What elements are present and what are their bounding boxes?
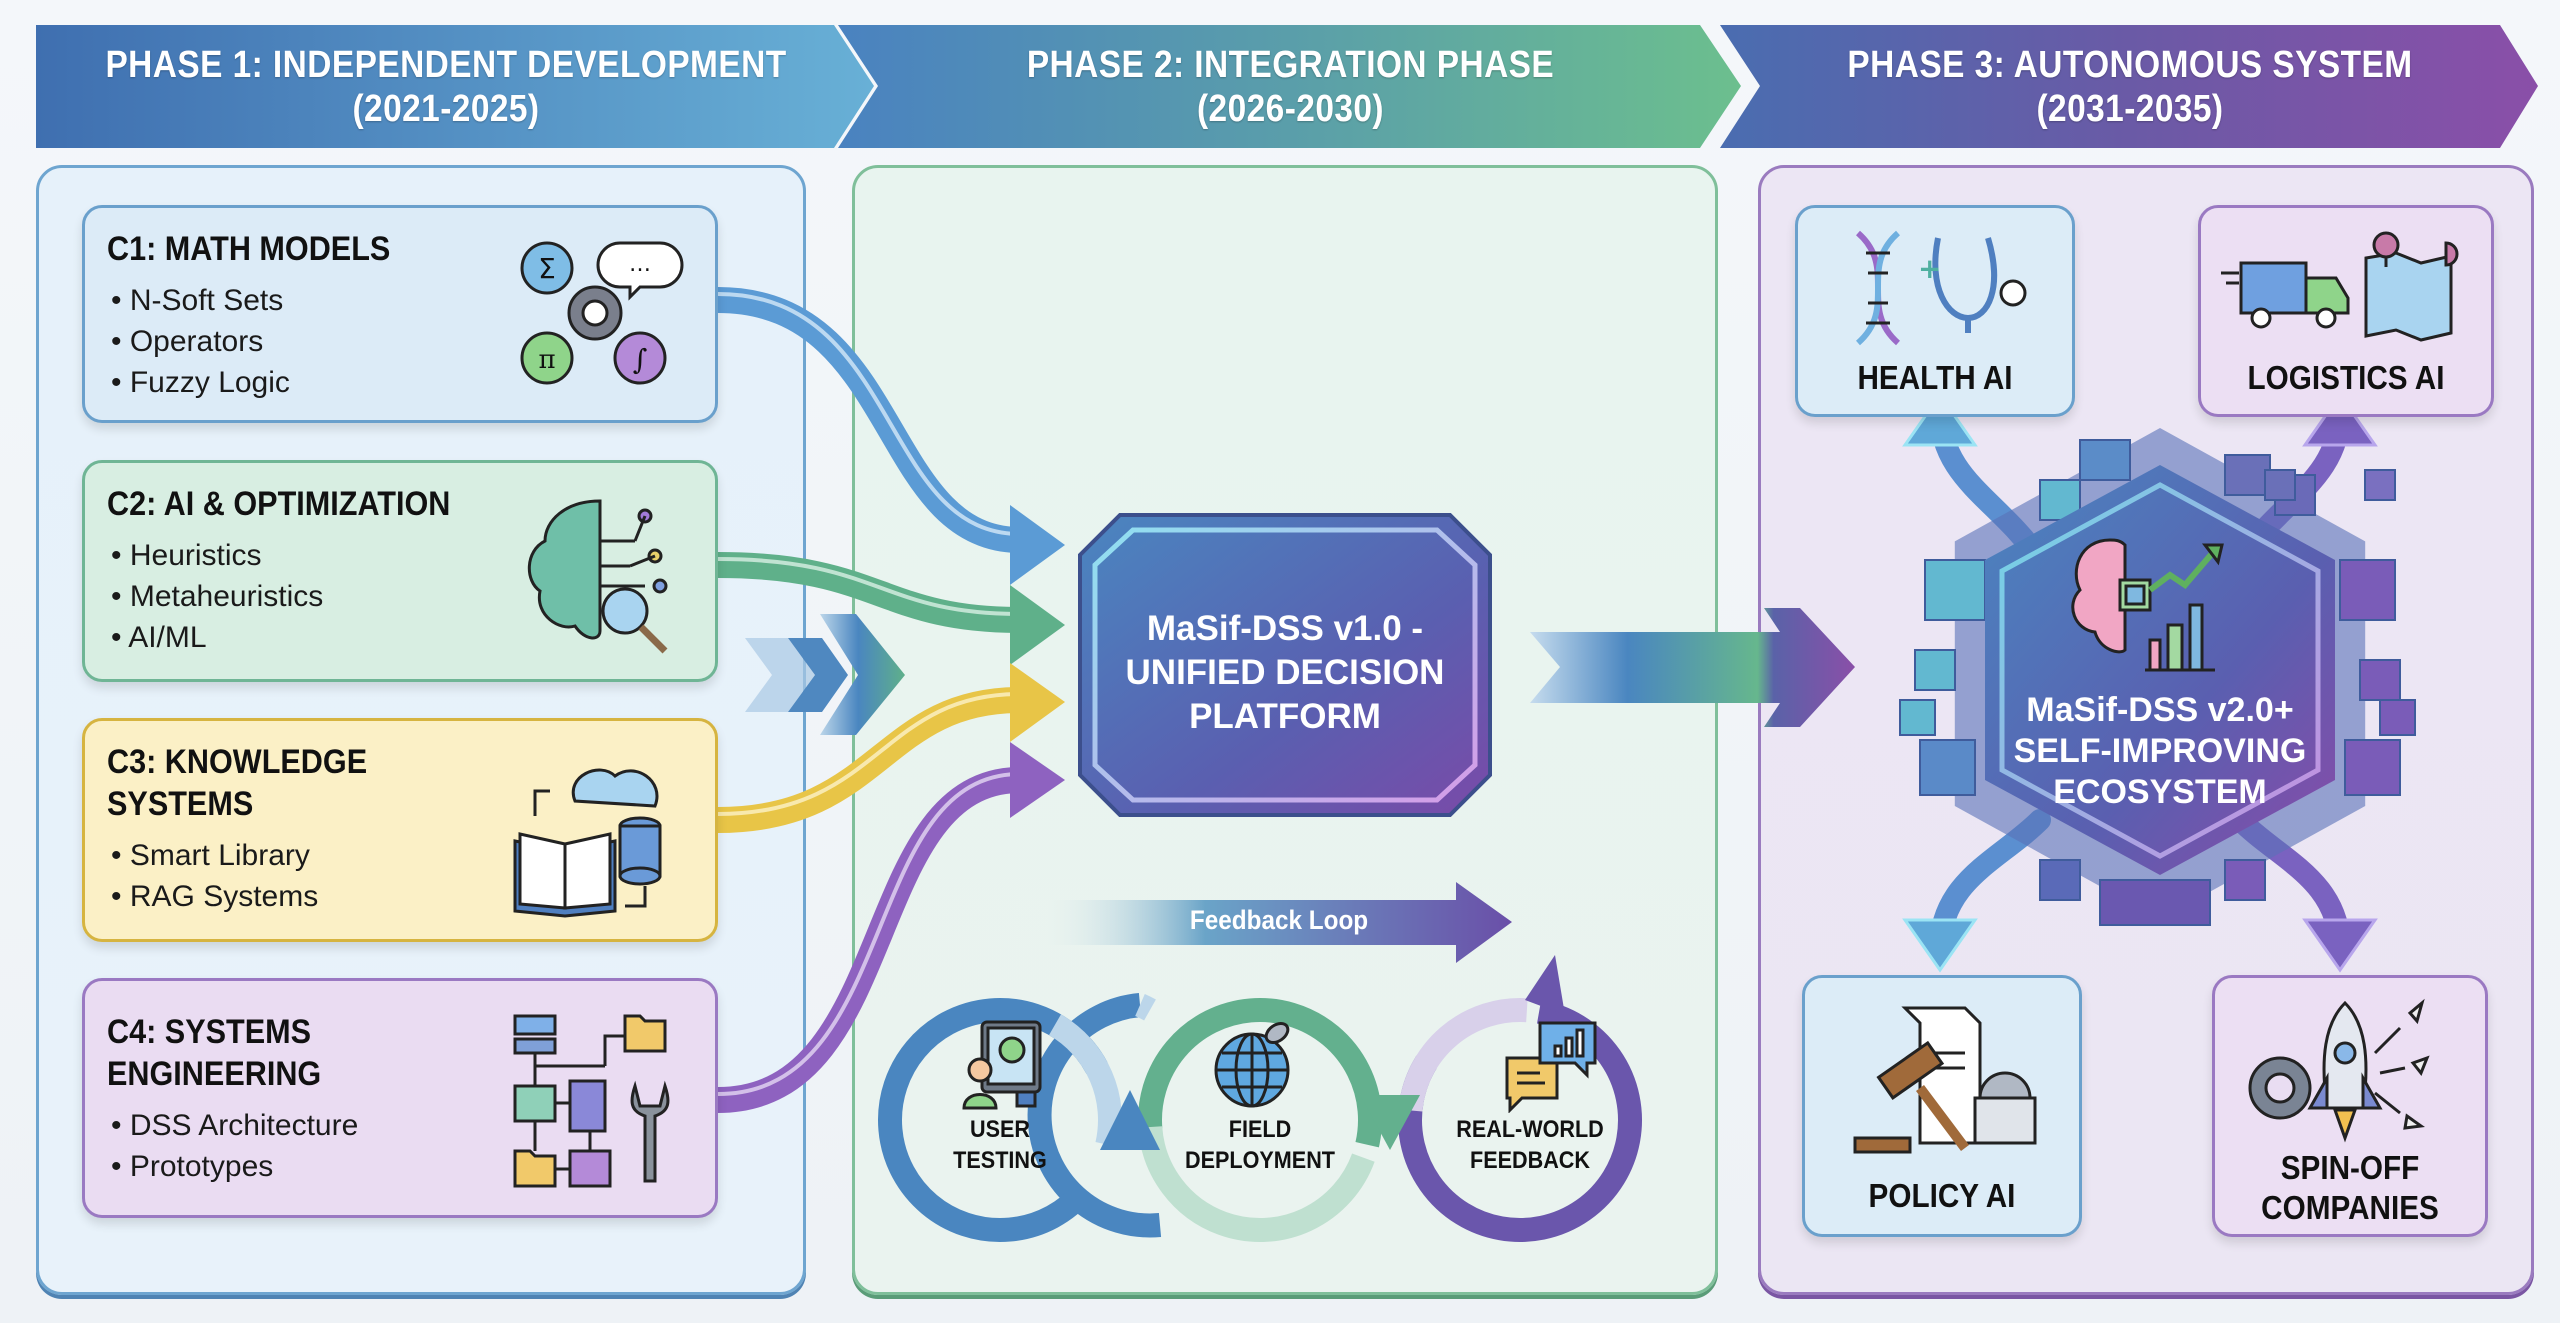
book-cloud-database-icon — [513, 768, 662, 918]
component-c2-title: C2: AI & OPTIMIZATION — [107, 485, 451, 523]
stage-1-line2: TESTING — [953, 1147, 1047, 1174]
phase-1-title: PHASE 1: INDEPENDENT DEVELOPMENT — [105, 44, 787, 86]
svg-text:Σ: Σ — [538, 252, 556, 285]
flow-arrow-c3 — [705, 663, 1065, 833]
platform-line-2: UNIFIED DECISION — [1125, 653, 1445, 692]
cycle-arrowhead-1 — [1100, 1090, 1160, 1150]
svg-text:∫: ∫ — [633, 343, 648, 376]
unified-platform-box — [1078, 513, 1492, 817]
cube-cluster-icon — [1899, 439, 2416, 926]
arrowhead-to-health — [1902, 392, 1978, 447]
component-c4-title-line2: ENGINEERING — [107, 1055, 322, 1093]
outcome-card-policy-ai: POLICY AI — [1802, 975, 2082, 1237]
component-c1-item: Operators — [111, 321, 290, 362]
component-c4-item: DSS Architecture — [111, 1105, 358, 1146]
component-c2-item: Metaheuristics — [111, 576, 323, 617]
stage-2-line1: FIELD — [1228, 1116, 1292, 1143]
brain-growth-chart-icon — [2071, 538, 2224, 672]
phase-3-banner: PHASE 3: AUTONOMOUS SYSTEM (2031-2035) — [1720, 25, 2540, 148]
stage-2-line2: DEPLOYMENT — [1184, 1147, 1336, 1174]
component-card-c3: C3: KNOWLEDGE SYSTEMS Smart Library RAG … — [82, 718, 718, 942]
ecosystem-hexagon — [1899, 427, 2416, 926]
ecosystem-line-3: ECOSYSTEM — [2053, 773, 2267, 811]
unified-platform: MaSif-DSS v1.0 - UNIFIED DECISION PLATFO… — [1080, 512, 1490, 812]
phase-1-to-2-chevron-icon — [745, 614, 905, 735]
chat-chart-icon — [1505, 1021, 1597, 1113]
brain-search-icon — [527, 499, 668, 654]
ecosystem-line-2: SELF-IMPROVING — [2013, 732, 2307, 770]
component-c3-title: C3: KNOWLEDGE SYSTEMS — [107, 741, 367, 825]
arrowhead-to-spinoff — [2302, 918, 2378, 973]
cycle-arrowhead-3 — [1525, 955, 1565, 1015]
phase-3-title: PHASE 3: AUTONOMOUS SYSTEM — [1847, 44, 2413, 86]
stage-3-line1: REAL-WORLD — [1456, 1116, 1604, 1143]
component-c4-title-line1: C4: SYSTEMS — [107, 1013, 312, 1051]
arrowhead-to-logistics — [2302, 392, 2378, 447]
component-c3-title-line2: SYSTEMS — [107, 785, 254, 823]
arrowhead-to-policy — [1902, 918, 1978, 973]
component-card-c1: C1: MATH MODELS N-Soft Sets Operators Fu… — [82, 205, 718, 423]
phase-2-years: (2026-2030) — [1196, 88, 1385, 130]
rocket-gear-icon — [2248, 998, 2430, 1143]
user-tablet-check-icon — [962, 1020, 1042, 1110]
feedback-loop-arrow — [1040, 882, 1512, 963]
outcome-card-spin-off: SPIN-OFF COMPANIES — [2212, 975, 2488, 1237]
phase-1-banner: PHASE 1: INDEPENDENT DEVELOPMENT (2021-2… — [36, 25, 876, 148]
component-c3-title-line1: C3: KNOWLEDGE — [107, 743, 368, 781]
component-c4-item: Prototypes — [111, 1146, 358, 1187]
flow-arrow-c1 — [705, 287, 1065, 585]
outcome-spin-off-label: SPIN-OFF COMPANIES — [2229, 1148, 2472, 1228]
outcome-card-logistics-ai: LOGISTICS AI — [2198, 205, 2494, 417]
component-card-c4: C4: SYSTEMS ENGINEERING DSS Architecture… — [82, 978, 718, 1218]
svg-text:+: + — [1918, 252, 1941, 285]
math-cycle-icon: Σ … π ∫ — [520, 241, 684, 385]
component-c1-item: N-Soft Sets — [111, 280, 290, 321]
flow-arrow-c2 — [705, 552, 1065, 665]
outcome-card-health-ai: + HEALTH AI — [1795, 205, 2075, 417]
outcome-policy-ai-label: POLICY AI — [1868, 1177, 2016, 1214]
platform-line-3: PLATFORM — [1189, 697, 1381, 736]
component-c3-item: RAG Systems — [111, 876, 318, 917]
flow-arrow-c4 — [705, 742, 1065, 1113]
outcome-spin-off-line2: COMPANIES — [2261, 1189, 2439, 1226]
cycle-arrowhead-2 — [1360, 1095, 1420, 1150]
outcome-spin-off-line1: SPIN-OFF — [2280, 1149, 2420, 1186]
component-c4-title: C4: SYSTEMS ENGINEERING — [107, 1011, 321, 1095]
phase-3-years: (2031-2035) — [2036, 88, 2224, 130]
component-c2-item: Heuristics — [111, 535, 323, 576]
stage-user-testing: USER TESTING — [928, 1114, 1072, 1176]
platform-line-1: MaSif-DSS v1.0 - — [1146, 609, 1424, 648]
stage-3-line2: FEEDBACK — [1469, 1147, 1591, 1174]
component-c1-item: Fuzzy Logic — [111, 362, 290, 403]
stage-real-world-feedback: REAL-WORLD FEEDBACK — [1449, 1114, 1611, 1176]
component-c2-item: AI/ML — [111, 617, 323, 658]
feedback-loop-label: Feedback Loop — [1189, 905, 1369, 935]
phase-2-title: PHASE 2: INTEGRATION PHASE — [1026, 44, 1555, 86]
svg-text:…: … — [629, 252, 651, 277]
phase-1-years: (2021-2025) — [352, 88, 540, 130]
phase-2-to-3-arrow-icon — [1530, 608, 1855, 727]
component-card-c2: C2: AI & OPTIMIZATION Heuristics Metaheu… — [82, 460, 718, 682]
phase-2-banner: PHASE 2: INTEGRATION PHASE (2026-2030) — [838, 25, 1743, 148]
ecosystem-label: MaSif-DSS v2.0+ SELF-IMPROVING ECOSYSTEM — [1960, 690, 2360, 813]
ecosystem-line-1: MaSif-DSS v2.0+ — [2026, 691, 2294, 729]
dna-stethoscope-icon: + — [1855, 230, 2027, 346]
svg-text:π: π — [538, 345, 555, 375]
stage-field-deployment: FIELD DEPLOYMENT — [1179, 1114, 1341, 1176]
outcome-health-ai-label: HEALTH AI — [1857, 359, 2013, 396]
component-c3-item: Smart Library — [111, 835, 318, 876]
stage-1-line1: USER — [969, 1116, 1031, 1143]
component-c1-title: C1: MATH MODELS — [107, 230, 391, 268]
globe-satellite-icon — [1214, 1021, 1290, 1108]
gavel-capitol-icon — [1853, 1006, 2037, 1154]
architecture-wrench-icon — [513, 1014, 670, 1188]
outcome-logistics-ai-label: LOGISTICS AI — [2247, 359, 2445, 396]
truck-map-icon — [2221, 231, 2459, 342]
